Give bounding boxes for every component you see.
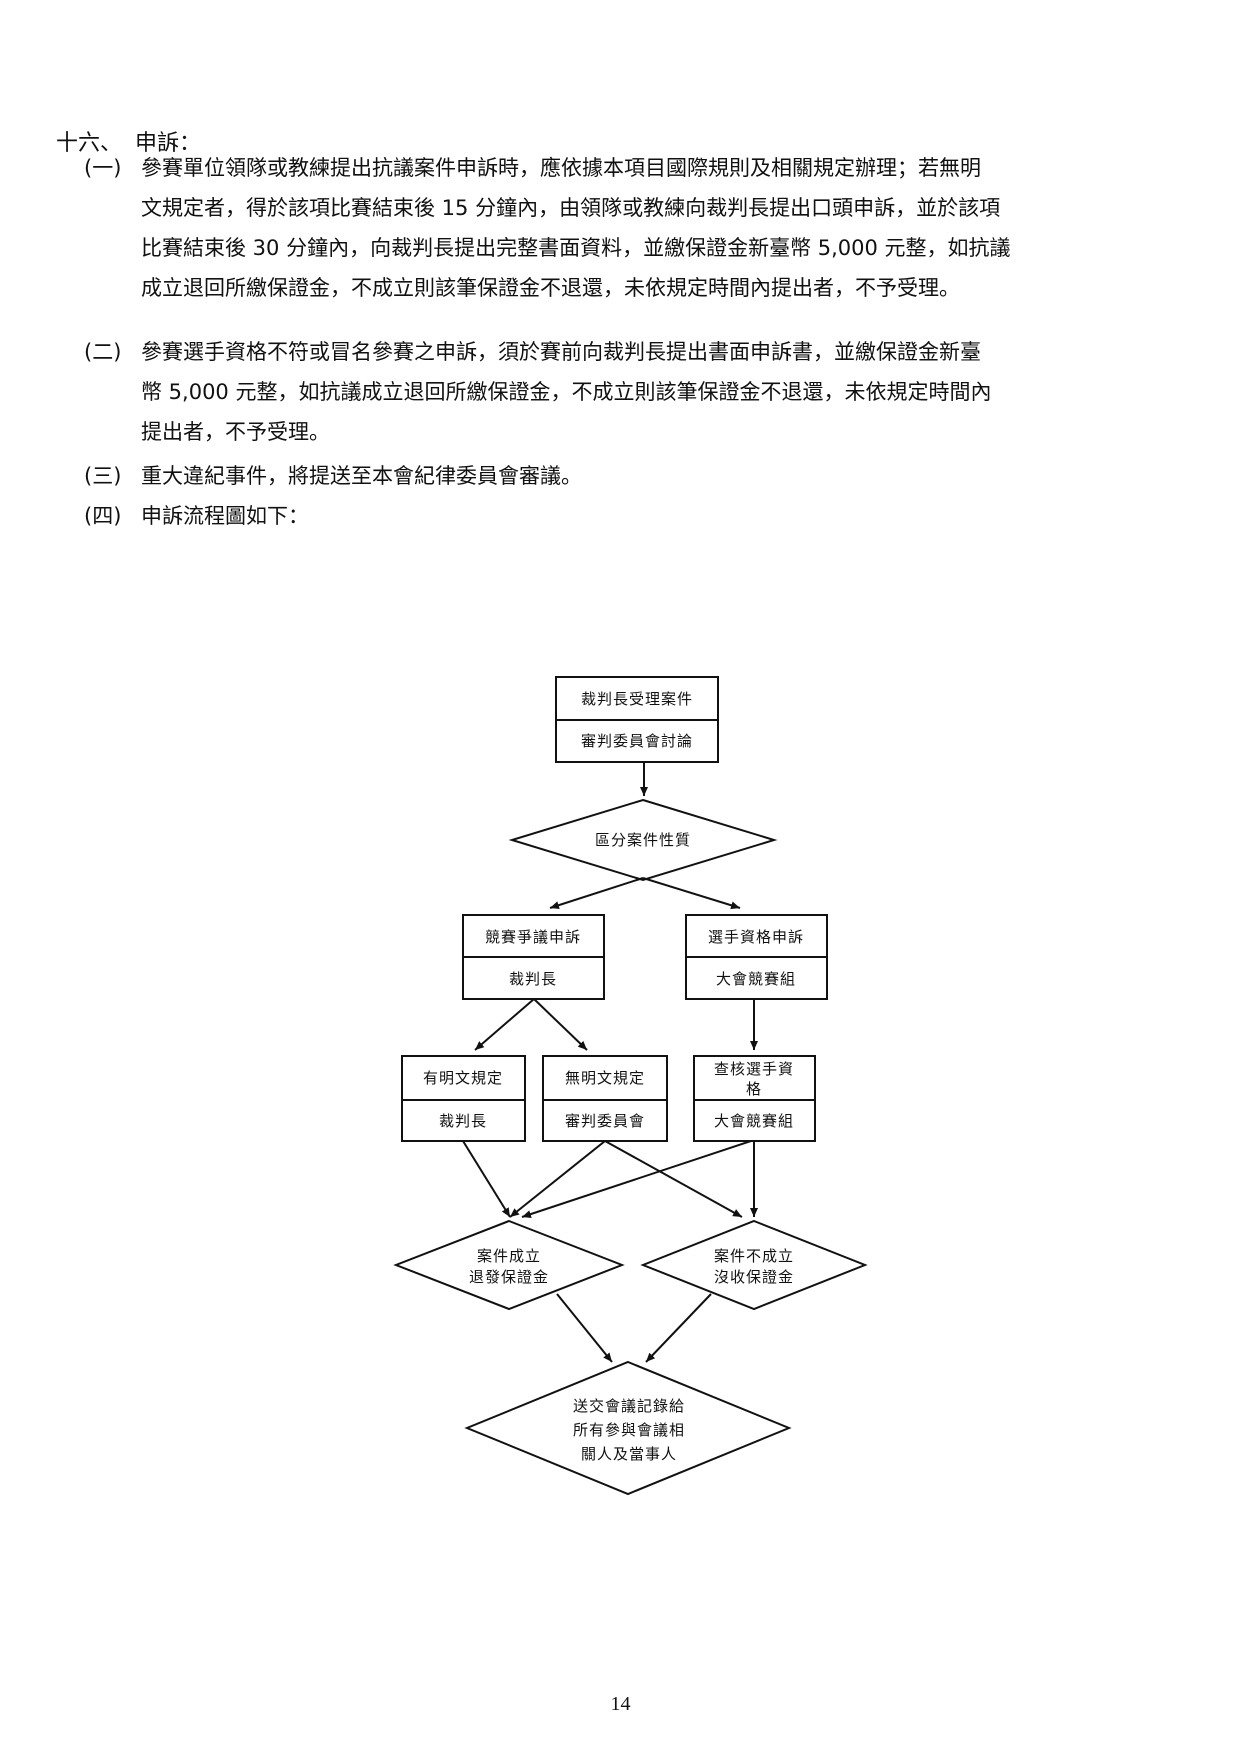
arrow [642,877,741,910]
item-text-line: 幣 5,000 元整，如抗議成立退回所繳保證金，不成立則該筆保證金不退還，未依規… [141,380,992,404]
no-explicit-top-label: 無明文規定 [565,1069,645,1087]
dispute-top-label: 競賽爭議申訴 [485,928,581,946]
item-text-line: 重大違紀事件，將提送至本會紀律委員會審議。 [141,464,582,488]
classify-diamond [508,798,778,882]
verify-top-label-2: 格 [746,1080,762,1098]
eligibility-bottom-label: 大會競賽組 [716,970,796,988]
upheld-diamond [393,1219,625,1311]
arrow [533,998,588,1051]
arrow [549,877,644,910]
item-text-line: 成立退回所繳保證金，不成立則該筆保證金不退還，未依規定時間內提出者，不予受理。 [141,276,960,300]
arrow [521,1140,752,1218]
appeal-item-4: (四) 申訴流程圖如下： [84,496,1164,536]
item-text-line: 參賽單位領隊或教練提出抗議案件申訴時，應依據本項目國際規則及相關規定辦理；若無明 [141,156,981,180]
item-number: (三) [84,464,122,488]
arrow [509,1140,606,1218]
no-explicit-bottom-label: 審判委員會 [565,1112,645,1130]
rejected-diamond [640,1219,868,1311]
final-diamond [464,1360,792,1496]
section-title: 申訴： [135,131,202,156]
appeal-item-2: (二) 參賽選手資格不符或冒名參賽之申訴，須於賽前向裁判長提出書面申訴書，並繳保… [84,332,1164,452]
arrow [474,998,535,1051]
page-number: 14 [610,1693,631,1715]
item-text-line: 提出者，不予受理。 [141,420,330,444]
verify-bottom-label: 大會競賽組 [714,1112,794,1130]
item-number: (二) [84,340,122,364]
item-text-line: 比賽結束後 30 分鐘內，向裁判長提出完整書面資料，並繳保證金新臺幣 5,000… [141,236,1011,260]
rejected-label-2: 沒收保證金 [714,1268,794,1286]
section-heading: 十六、 申訴： [56,125,201,157]
appeal-item-3: (三) 重大違紀事件，將提送至本會紀律委員會審議。 [84,456,1164,496]
dispute-bottom-label: 裁判長 [509,970,557,988]
final-label-2: 所有參與會議相 [573,1421,685,1439]
arrow [556,1293,613,1363]
item-number: (一) [84,156,122,180]
item-number: (四) [84,504,122,528]
appeal-item-1: (一) 參賽單位領隊或教練提出抗議案件申訴時，應依據本項目國際規則及相關規定辦理… [84,148,1164,308]
rejected-label-1: 案件不成立 [714,1247,794,1265]
item-text-line: 文規定者，得於該項比賽結束後 15 分鐘內，由領隊或教練向裁判長提出口頭申訴，並… [141,196,1001,220]
explicit-top-label: 有明文規定 [423,1069,503,1087]
upheld-label-1: 案件成立 [477,1247,541,1265]
classify-label: 區分案件性質 [595,831,691,849]
item-text-line: 參賽選手資格不符或冒名參賽之申訴，須於賽前向裁判長提出書面申訴書，並繳保證金新臺 [141,340,981,364]
eligibility-top-label: 選手資格申訴 [708,928,804,946]
section-number: 十六、 [56,131,123,156]
item-text-line: 申訴流程圖如下： [141,504,309,528]
start-top-label: 裁判長受理案件 [581,690,693,708]
arrow [604,1140,743,1218]
verify-top-label-1: 查核選手資 [714,1060,794,1078]
start-bottom-label: 審判委員會討論 [581,732,693,750]
explicit-bottom-label: 裁判長 [439,1112,487,1130]
final-label-1: 送交會議記錄給 [573,1397,685,1415]
upheld-label-2: 退發保證金 [469,1268,549,1286]
arrow [462,1140,511,1218]
arrow [645,1293,712,1363]
final-label-3: 關人及當事人 [581,1445,677,1463]
